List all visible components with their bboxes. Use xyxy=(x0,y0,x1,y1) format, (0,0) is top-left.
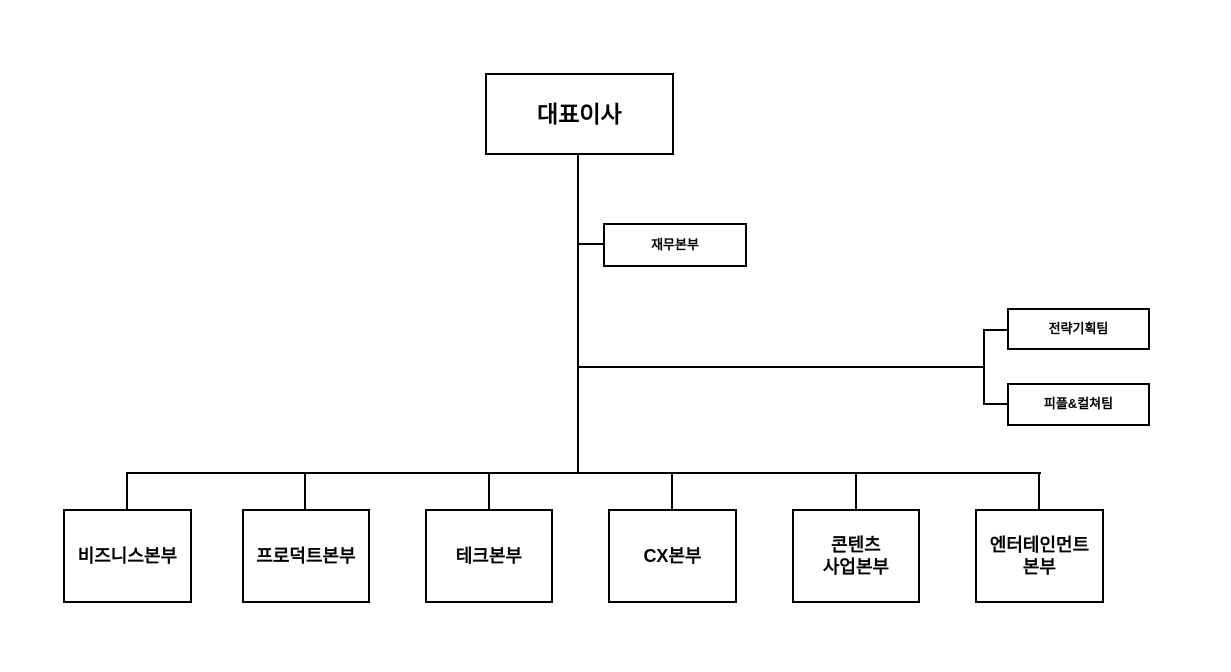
connector-people-stub xyxy=(983,403,1007,405)
node-people-culture-team: 피플&컬쳐팀 xyxy=(1007,383,1150,426)
node-finance-division: 재무본부 xyxy=(603,223,747,267)
node-cx-division-label: CX본부 xyxy=(643,545,702,566)
connector-drop-tech xyxy=(488,472,490,509)
connector-strategy-stub xyxy=(983,329,1007,331)
node-entertainment-division: 엔터테인먼트 본부 xyxy=(975,509,1104,603)
connector-bottom-rail xyxy=(126,472,1041,474)
connector-drop-product xyxy=(304,472,306,509)
node-ceo-label: 대표이사 xyxy=(537,100,622,127)
node-cx-division: CX본부 xyxy=(608,509,737,603)
connector-drop-cx xyxy=(671,472,673,509)
connector-finance-stub xyxy=(577,243,604,245)
node-content-business-division-label: 콘텐츠 사업본부 xyxy=(822,534,890,578)
node-product-division-label: 프로덕트본부 xyxy=(256,545,356,566)
node-tech-division: 테크본부 xyxy=(425,509,553,603)
node-strategy-planning-team-label: 전략기획팀 xyxy=(1048,320,1109,336)
node-business-division: 비즈니스본부 xyxy=(63,509,192,603)
connector-bracket-vertical xyxy=(983,329,985,405)
connector-trunk xyxy=(577,155,579,473)
node-tech-division-label: 테크본부 xyxy=(455,545,523,566)
connector-drop-business xyxy=(126,472,128,509)
node-people-culture-team-label: 피플&컬쳐팀 xyxy=(1043,396,1114,412)
connector-drop-content xyxy=(855,472,857,509)
node-entertainment-division-label: 엔터테인먼트 본부 xyxy=(989,534,1090,578)
node-content-business-division: 콘텐츠 사업본부 xyxy=(792,509,920,603)
connector-drop-entertainment xyxy=(1038,472,1040,509)
node-product-division: 프로덕트본부 xyxy=(242,509,370,603)
node-finance-division-label: 재무본부 xyxy=(651,236,699,252)
node-business-division-label: 비즈니스본부 xyxy=(77,545,178,566)
connector-right-branch xyxy=(577,366,985,368)
node-strategy-planning-team: 전략기획팀 xyxy=(1007,308,1150,350)
node-ceo: 대표이사 xyxy=(485,73,674,155)
